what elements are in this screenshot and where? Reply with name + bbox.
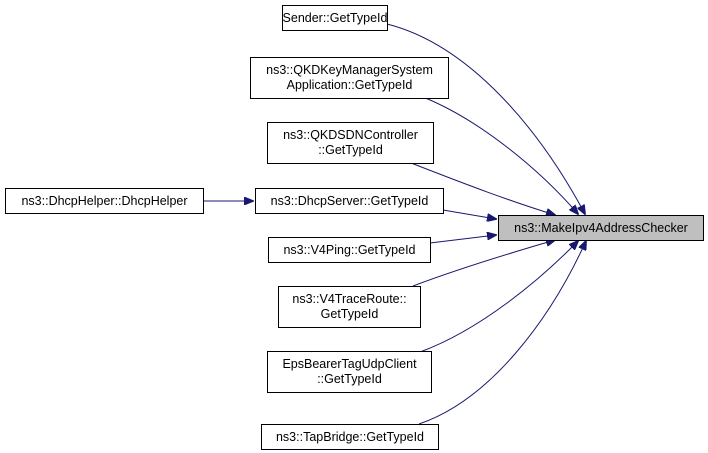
edge-epsbearer-to-target: [419, 241, 578, 353]
node-label-line1: ns3::QKDSDNController: [283, 128, 418, 142]
node-qkdkeymanagersystem-gettypeid[interactable]: ns3::QKDKeyManagerSystem Application::Ge…: [250, 57, 449, 99]
node-label-line1: EpsBearerTagUdpClient: [282, 357, 417, 371]
node-label: ns3::V4Ping::GetTypeId: [283, 242, 416, 257]
node-label-line1: ns3::V4TraceRoute::: [292, 292, 407, 306]
node-label: ns3::DhcpServer::GetTypeId: [270, 193, 429, 208]
node-label: ns3::MakeIpv4AddressChecker: [514, 220, 688, 235]
node-dhcphelper-dhcphelper[interactable]: ns3::DhcpHelper::DhcpHelper: [5, 188, 204, 214]
node-tapbridge-gettypeid[interactable]: ns3::TapBridge::GetTypeId: [261, 424, 439, 450]
node-v4traceroute-gettypeid[interactable]: ns3::V4TraceRoute:: GetTypeId: [278, 286, 421, 328]
edge-dhcpserver-to-target: [442, 209, 496, 219]
node-v4ping-gettypeid[interactable]: ns3::V4Ping::GetTypeId: [268, 237, 431, 263]
node-label-line1: ns3::QKDKeyManagerSystem: [266, 63, 433, 77]
node-sender-gettypeid[interactable]: Sender::GetTypeId: [282, 5, 388, 31]
node-epsbearertagudpclient-gettypeid[interactable]: EpsBearerTagUdpClient ::GetTypeId: [267, 351, 432, 393]
node-label-line2: ::GetTypeId: [317, 372, 382, 386]
edge-v4trace-to-target: [412, 240, 555, 287]
node-label: Sender::GetTypeId: [282, 10, 388, 25]
edge-tapbridge-to-target: [418, 241, 586, 425]
node-label-line2: Application::GetTypeId: [286, 78, 413, 92]
edge-sender-to-target: [386, 23, 585, 214]
edge-qkdsdn-to-target: [410, 162, 555, 215]
node-label-line2: ::GetTypeId: [318, 143, 383, 157]
edge-qkdkms-to-target: [422, 96, 578, 214]
node-dhcpserver-gettypeid[interactable]: ns3::DhcpServer::GetTypeId: [255, 188, 444, 214]
edge-v4ping-to-target: [429, 235, 496, 244]
node-makeipv4addresschecker[interactable]: ns3::MakeIpv4AddressChecker: [498, 215, 704, 241]
node-label-line2: GetTypeId: [320, 307, 379, 321]
node-label: ns3::DhcpHelper::DhcpHelper: [21, 193, 188, 208]
node-qkdsdncontroller-gettypeid[interactable]: ns3::QKDSDNController ::GetTypeId: [267, 122, 434, 164]
node-label: ns3::TapBridge::GetTypeId: [275, 429, 424, 444]
